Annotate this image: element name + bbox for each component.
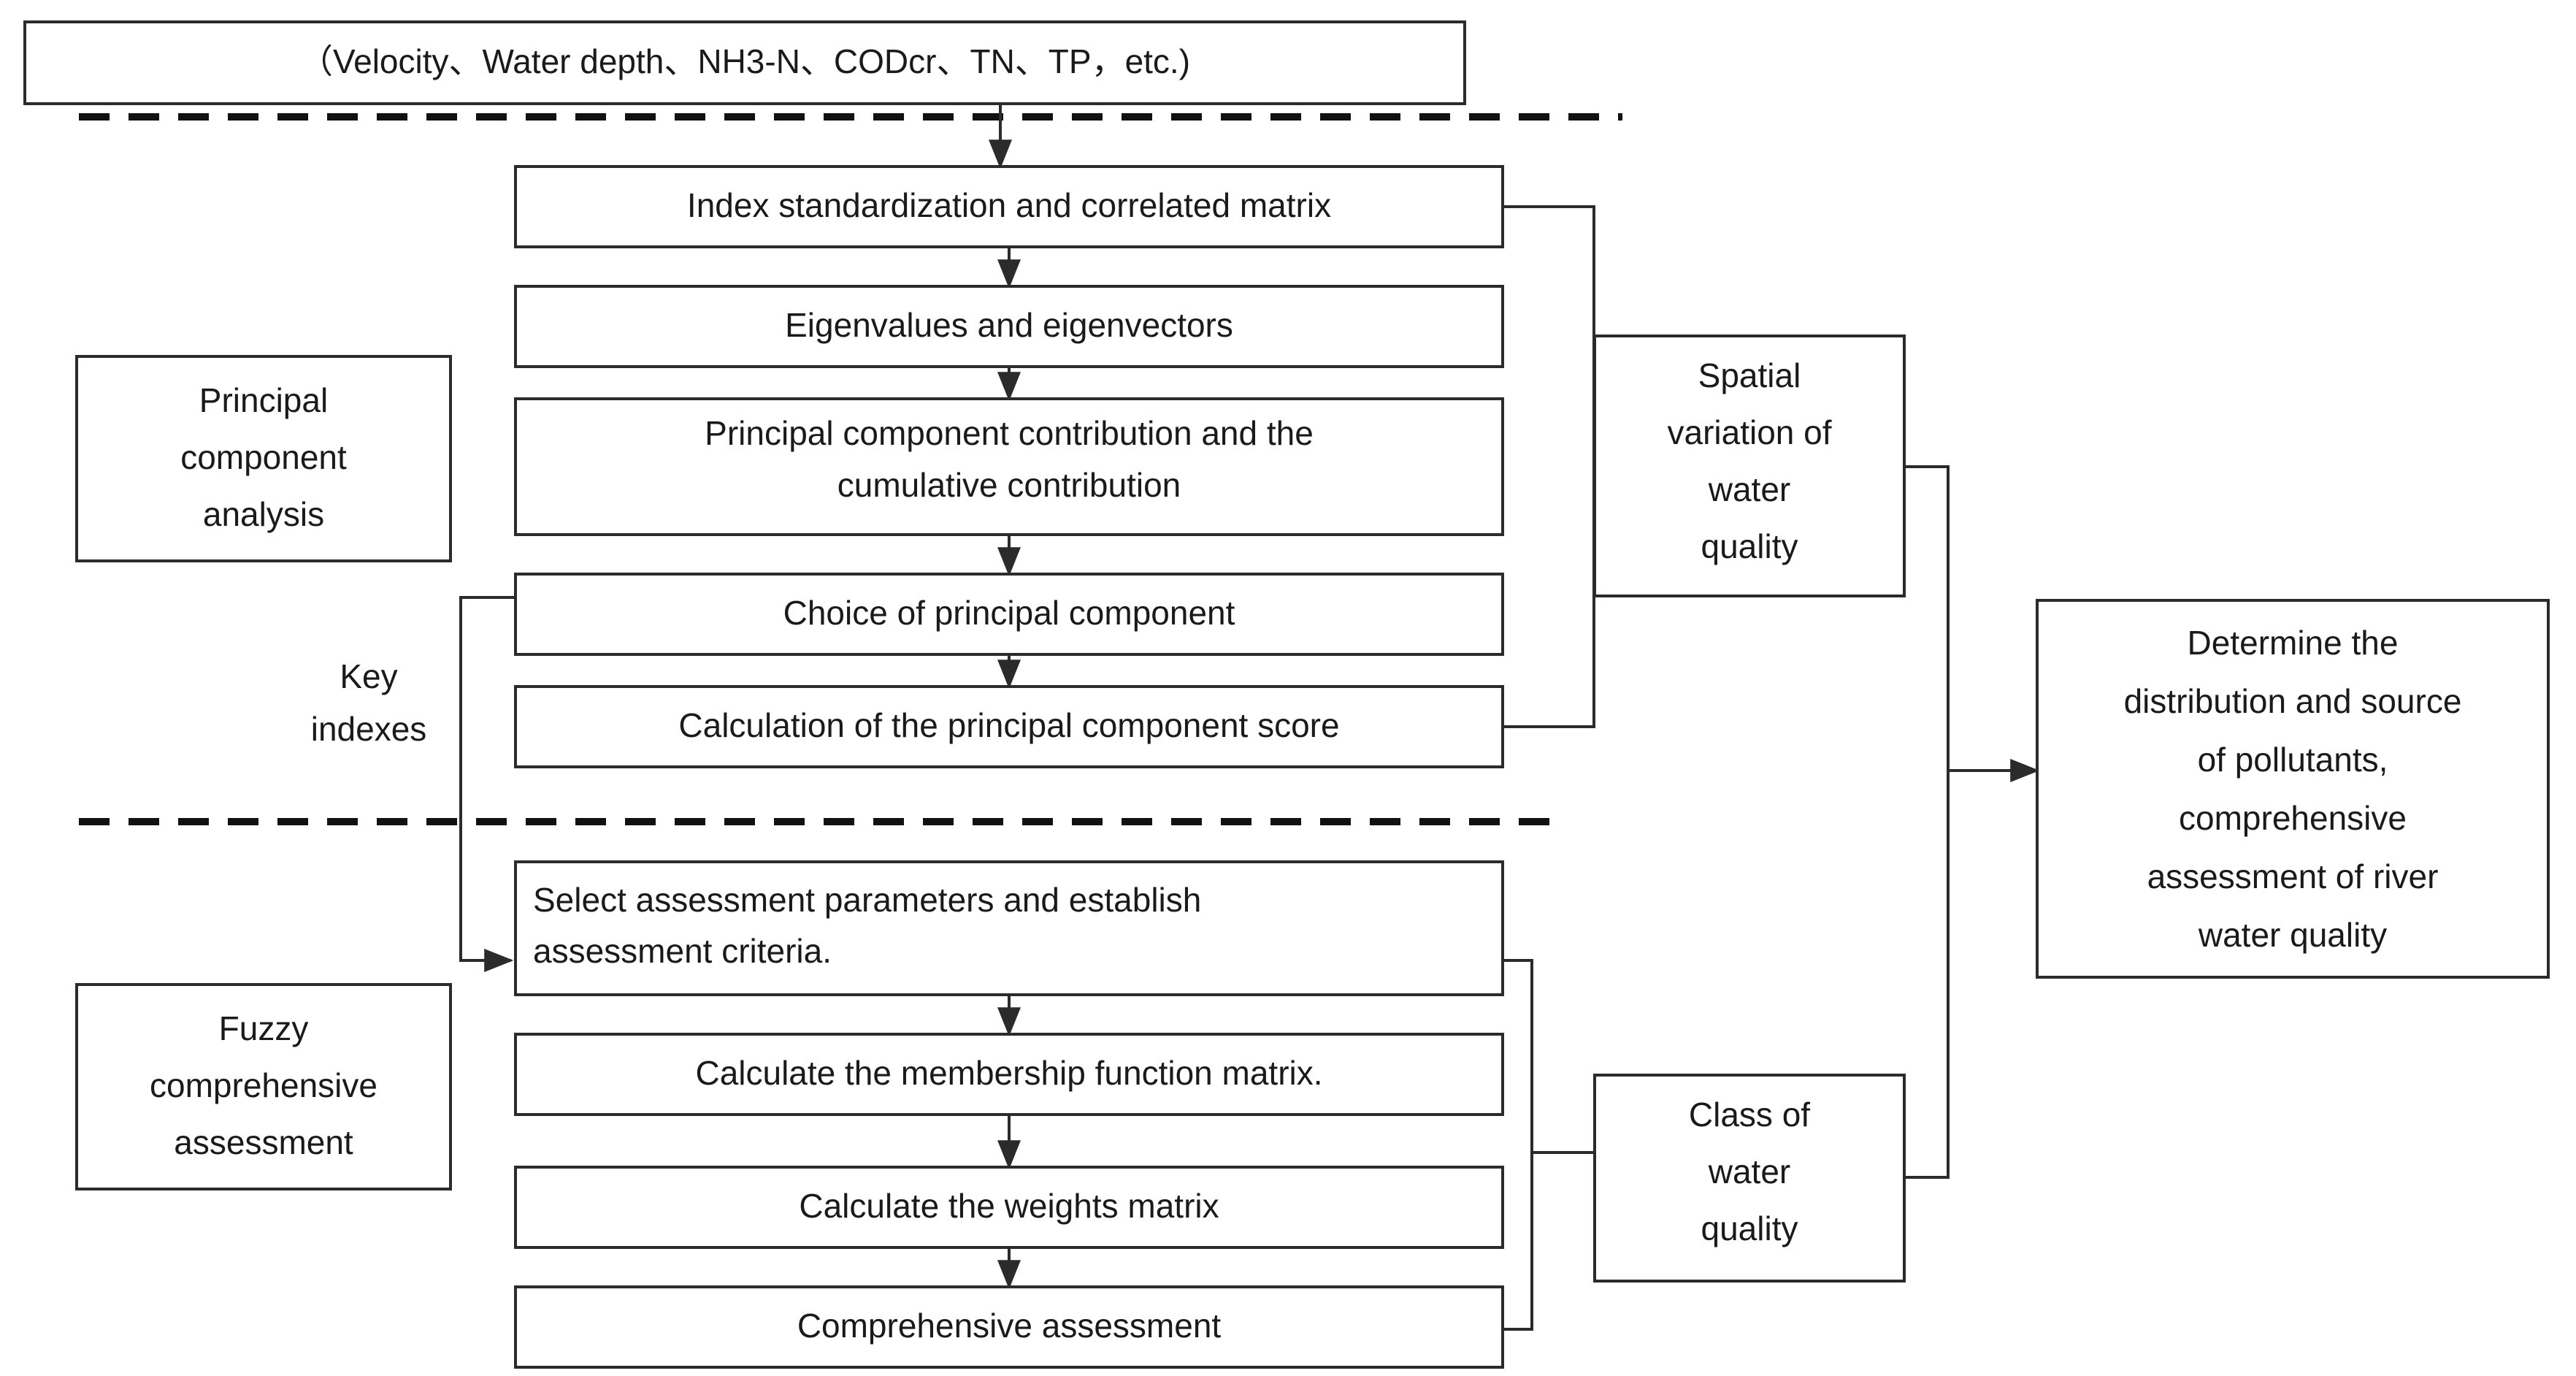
out-conclusion-line6: water quality — [2198, 916, 2387, 954]
step-pc-score-label: Calculation of the principal component s… — [678, 706, 1339, 744]
section-label-pca-line3: analysis — [203, 495, 324, 533]
section-label-fuzzy-line2: comprehensive — [150, 1066, 377, 1104]
out-spatial-variation-line1: Spatial — [1698, 356, 1801, 394]
out-conclusion-line2: distribution and source — [2124, 682, 2462, 720]
step-membership-matrix-box — [514, 1033, 1504, 1116]
step-select-params-label-line2: assessment criteria. — [533, 932, 832, 970]
input-parameters-label: （Velocity、Water depth、NH3-N、CODcr、TN、TP，… — [299, 42, 1190, 80]
input-parameters-box — [23, 20, 1466, 105]
out-class-water-quality-line3: quality — [1701, 1209, 1798, 1247]
out-class-water-quality-line1: Class of — [1689, 1096, 1810, 1134]
step-index-standardization-label: Index standardization and correlated mat… — [687, 186, 1331, 224]
connector-pca-bracket — [1503, 205, 1595, 728]
step-choice-pc-label: Choice of principal component — [783, 594, 1235, 632]
step-membership-matrix-label: Calculate the membership function matrix… — [695, 1054, 1322, 1092]
out-conclusion-box — [2036, 599, 2550, 979]
out-conclusion-line3: of pollutants, — [2198, 741, 2388, 779]
section-label-pca-line2: component — [180, 438, 347, 476]
out-class-water-quality-line2: water — [1708, 1153, 1790, 1190]
section-label-fuzzy-line1: Fuzzy — [219, 1009, 309, 1047]
out-conclusion-line5: assessment of river — [2147, 857, 2439, 895]
connector-fuzzy-bracket — [1503, 959, 1533, 1331]
step-pc-contribution-label-line2: cumulative contribution — [837, 466, 1181, 504]
step-eigenvalues-box — [514, 285, 1504, 368]
step-weights-matrix-label: Calculate the weights matrix — [799, 1187, 1219, 1225]
connector-outputs-bracket — [1904, 465, 1950, 1179]
section-label-pca-box — [75, 355, 452, 562]
step-comprehensive-assessment-label: Comprehensive assessment — [797, 1307, 1222, 1345]
connector-key-indexes — [459, 596, 515, 972]
step-weights-matrix-box — [514, 1166, 1504, 1249]
section-label-pca-line1: Principal — [199, 381, 328, 419]
section-label-fuzzy-line3: assessment — [174, 1123, 353, 1161]
out-spatial-variation-line4: quality — [1701, 527, 1798, 565]
out-spatial-variation-line3: water — [1708, 470, 1790, 508]
section-label-fuzzy-box — [75, 983, 452, 1190]
step-eigenvalues-label: Eigenvalues and eigenvectors — [785, 306, 1233, 344]
out-spatial-variation-box — [1593, 335, 1906, 597]
step-pc-contribution-label-line1: Principal component contribution and the — [705, 414, 1314, 452]
out-conclusion-line4: comprehensive — [2179, 799, 2407, 837]
step-select-params-label-line1: Select assessment parameters and establi… — [533, 881, 1201, 919]
key-indexes-label-line2: indexes — [311, 710, 427, 748]
key-indexes-label-line1: Key — [340, 657, 397, 695]
step-comprehensive-assessment-box — [514, 1285, 1504, 1369]
out-conclusion-line1: Determine the — [2188, 624, 2399, 662]
out-spatial-variation-line2: variation of — [1667, 413, 1831, 451]
step-pc-contribution-box — [514, 397, 1504, 536]
step-pc-score-box — [514, 685, 1504, 768]
out-class-water-quality-box — [1593, 1074, 1906, 1283]
step-select-params-box — [514, 860, 1504, 996]
